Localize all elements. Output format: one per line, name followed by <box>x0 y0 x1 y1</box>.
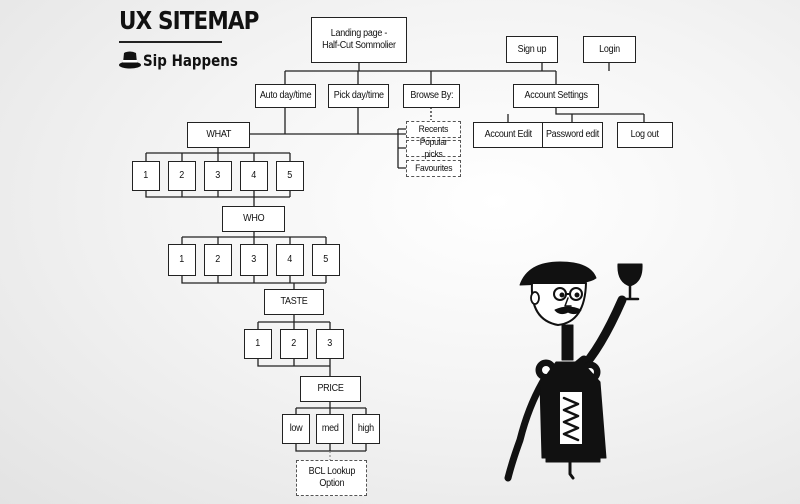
pick-day-time-node[interactable]: Pick day/time <box>328 84 389 108</box>
who-label: WHO <box>242 213 265 224</box>
fedora-hat-icon <box>119 51 141 69</box>
price-option-med[interactable]: med <box>316 414 344 444</box>
price-node[interactable]: PRICE <box>300 376 361 402</box>
favourites-node[interactable]: Favourites <box>406 160 461 177</box>
what-node[interactable]: WHAT <box>187 122 250 148</box>
landing-page-node[interactable]: Landing page - Half-Cut Sommolier <box>311 17 407 63</box>
taste-option-2[interactable]: 2 <box>280 329 308 359</box>
browse-by-node[interactable]: Browse By: <box>403 84 460 108</box>
what-option-label: 4 <box>251 170 257 181</box>
taste-option-label: 3 <box>327 338 333 349</box>
taste-option-3[interactable]: 3 <box>316 329 344 359</box>
bcl-lookup-label: BCL Lookup Option <box>308 466 355 489</box>
what-option-3[interactable]: 3 <box>204 161 232 191</box>
favourites-label: Favourites <box>414 162 453 174</box>
landing-page-label: Landing page - Half-Cut Sommolier <box>322 28 396 51</box>
browse-by-label: Browse By: <box>410 90 453 101</box>
bcl-lookup-node[interactable]: BCL Lookup Option <box>296 460 367 496</box>
who-option-1[interactable]: 1 <box>168 244 196 276</box>
page-title: UX SITEMAP <box>119 6 259 35</box>
password-edit-label: Password edit <box>545 129 600 140</box>
who-node[interactable]: WHO <box>222 206 285 232</box>
who-option-label: 5 <box>323 254 329 265</box>
who-option-label: 1 <box>179 254 185 265</box>
account-settings-node[interactable]: Account Settings <box>513 84 599 108</box>
what-option-5[interactable]: 5 <box>276 161 304 191</box>
price-label: PRICE <box>317 383 344 394</box>
title-underline <box>119 41 222 43</box>
what-option-2[interactable]: 2 <box>168 161 196 191</box>
what-label: WHAT <box>206 129 231 140</box>
price-option-high[interactable]: high <box>352 414 380 444</box>
who-option-4[interactable]: 4 <box>276 244 304 276</box>
pick-day-time-label: Pick day/time <box>333 90 384 101</box>
taste-label: TASTE <box>280 296 308 307</box>
popular-picks-node[interactable]: Popular picks <box>406 137 461 160</box>
who-option-label: 3 <box>251 254 257 265</box>
account-settings-label: Account Settings <box>524 90 588 101</box>
account-edit-node[interactable]: Account Edit <box>473 122 543 148</box>
recents-node[interactable]: Recents <box>406 121 461 138</box>
log-out-node[interactable]: Log out <box>617 122 673 148</box>
price-option-label: high <box>358 423 374 434</box>
brand-name: Sip Happens <box>143 51 238 70</box>
taste-option-1[interactable]: 1 <box>244 329 272 359</box>
what-option-label: 1 <box>143 170 149 181</box>
password-edit-node[interactable]: Password edit <box>542 122 603 148</box>
auto-day-time-node[interactable]: Auto day/time <box>255 84 316 108</box>
who-option-5[interactable]: 5 <box>312 244 340 276</box>
who-option-label: 2 <box>215 254 221 265</box>
login-node[interactable]: Login <box>583 36 636 63</box>
who-option-2[interactable]: 2 <box>204 244 232 276</box>
sign-up-node[interactable]: Sign up <box>506 36 558 63</box>
log-out-label: Log out <box>630 129 660 140</box>
what-option-label: 5 <box>287 170 293 181</box>
taste-node[interactable]: TASTE <box>264 289 324 315</box>
who-option-label: 4 <box>287 254 293 265</box>
price-option-label: med <box>321 423 339 434</box>
what-option-label: 3 <box>215 170 221 181</box>
account-edit-label: Account Edit <box>484 129 532 140</box>
price-option-low[interactable]: low <box>282 414 310 444</box>
what-option-1[interactable]: 1 <box>132 161 160 191</box>
what-option-label: 2 <box>179 170 185 181</box>
who-option-3[interactable]: 3 <box>240 244 268 276</box>
sign-up-label: Sign up <box>517 43 547 55</box>
login-label: Login <box>599 43 620 55</box>
what-option-4[interactable]: 4 <box>240 161 268 191</box>
recents-label: Recents <box>418 123 449 135</box>
auto-day-time-label: Auto day/time <box>259 90 312 101</box>
taste-option-label: 1 <box>255 338 261 349</box>
popular-picks-label: Popular picks <box>419 136 448 160</box>
taste-option-label: 2 <box>291 338 297 349</box>
price-option-label: low <box>289 423 303 434</box>
